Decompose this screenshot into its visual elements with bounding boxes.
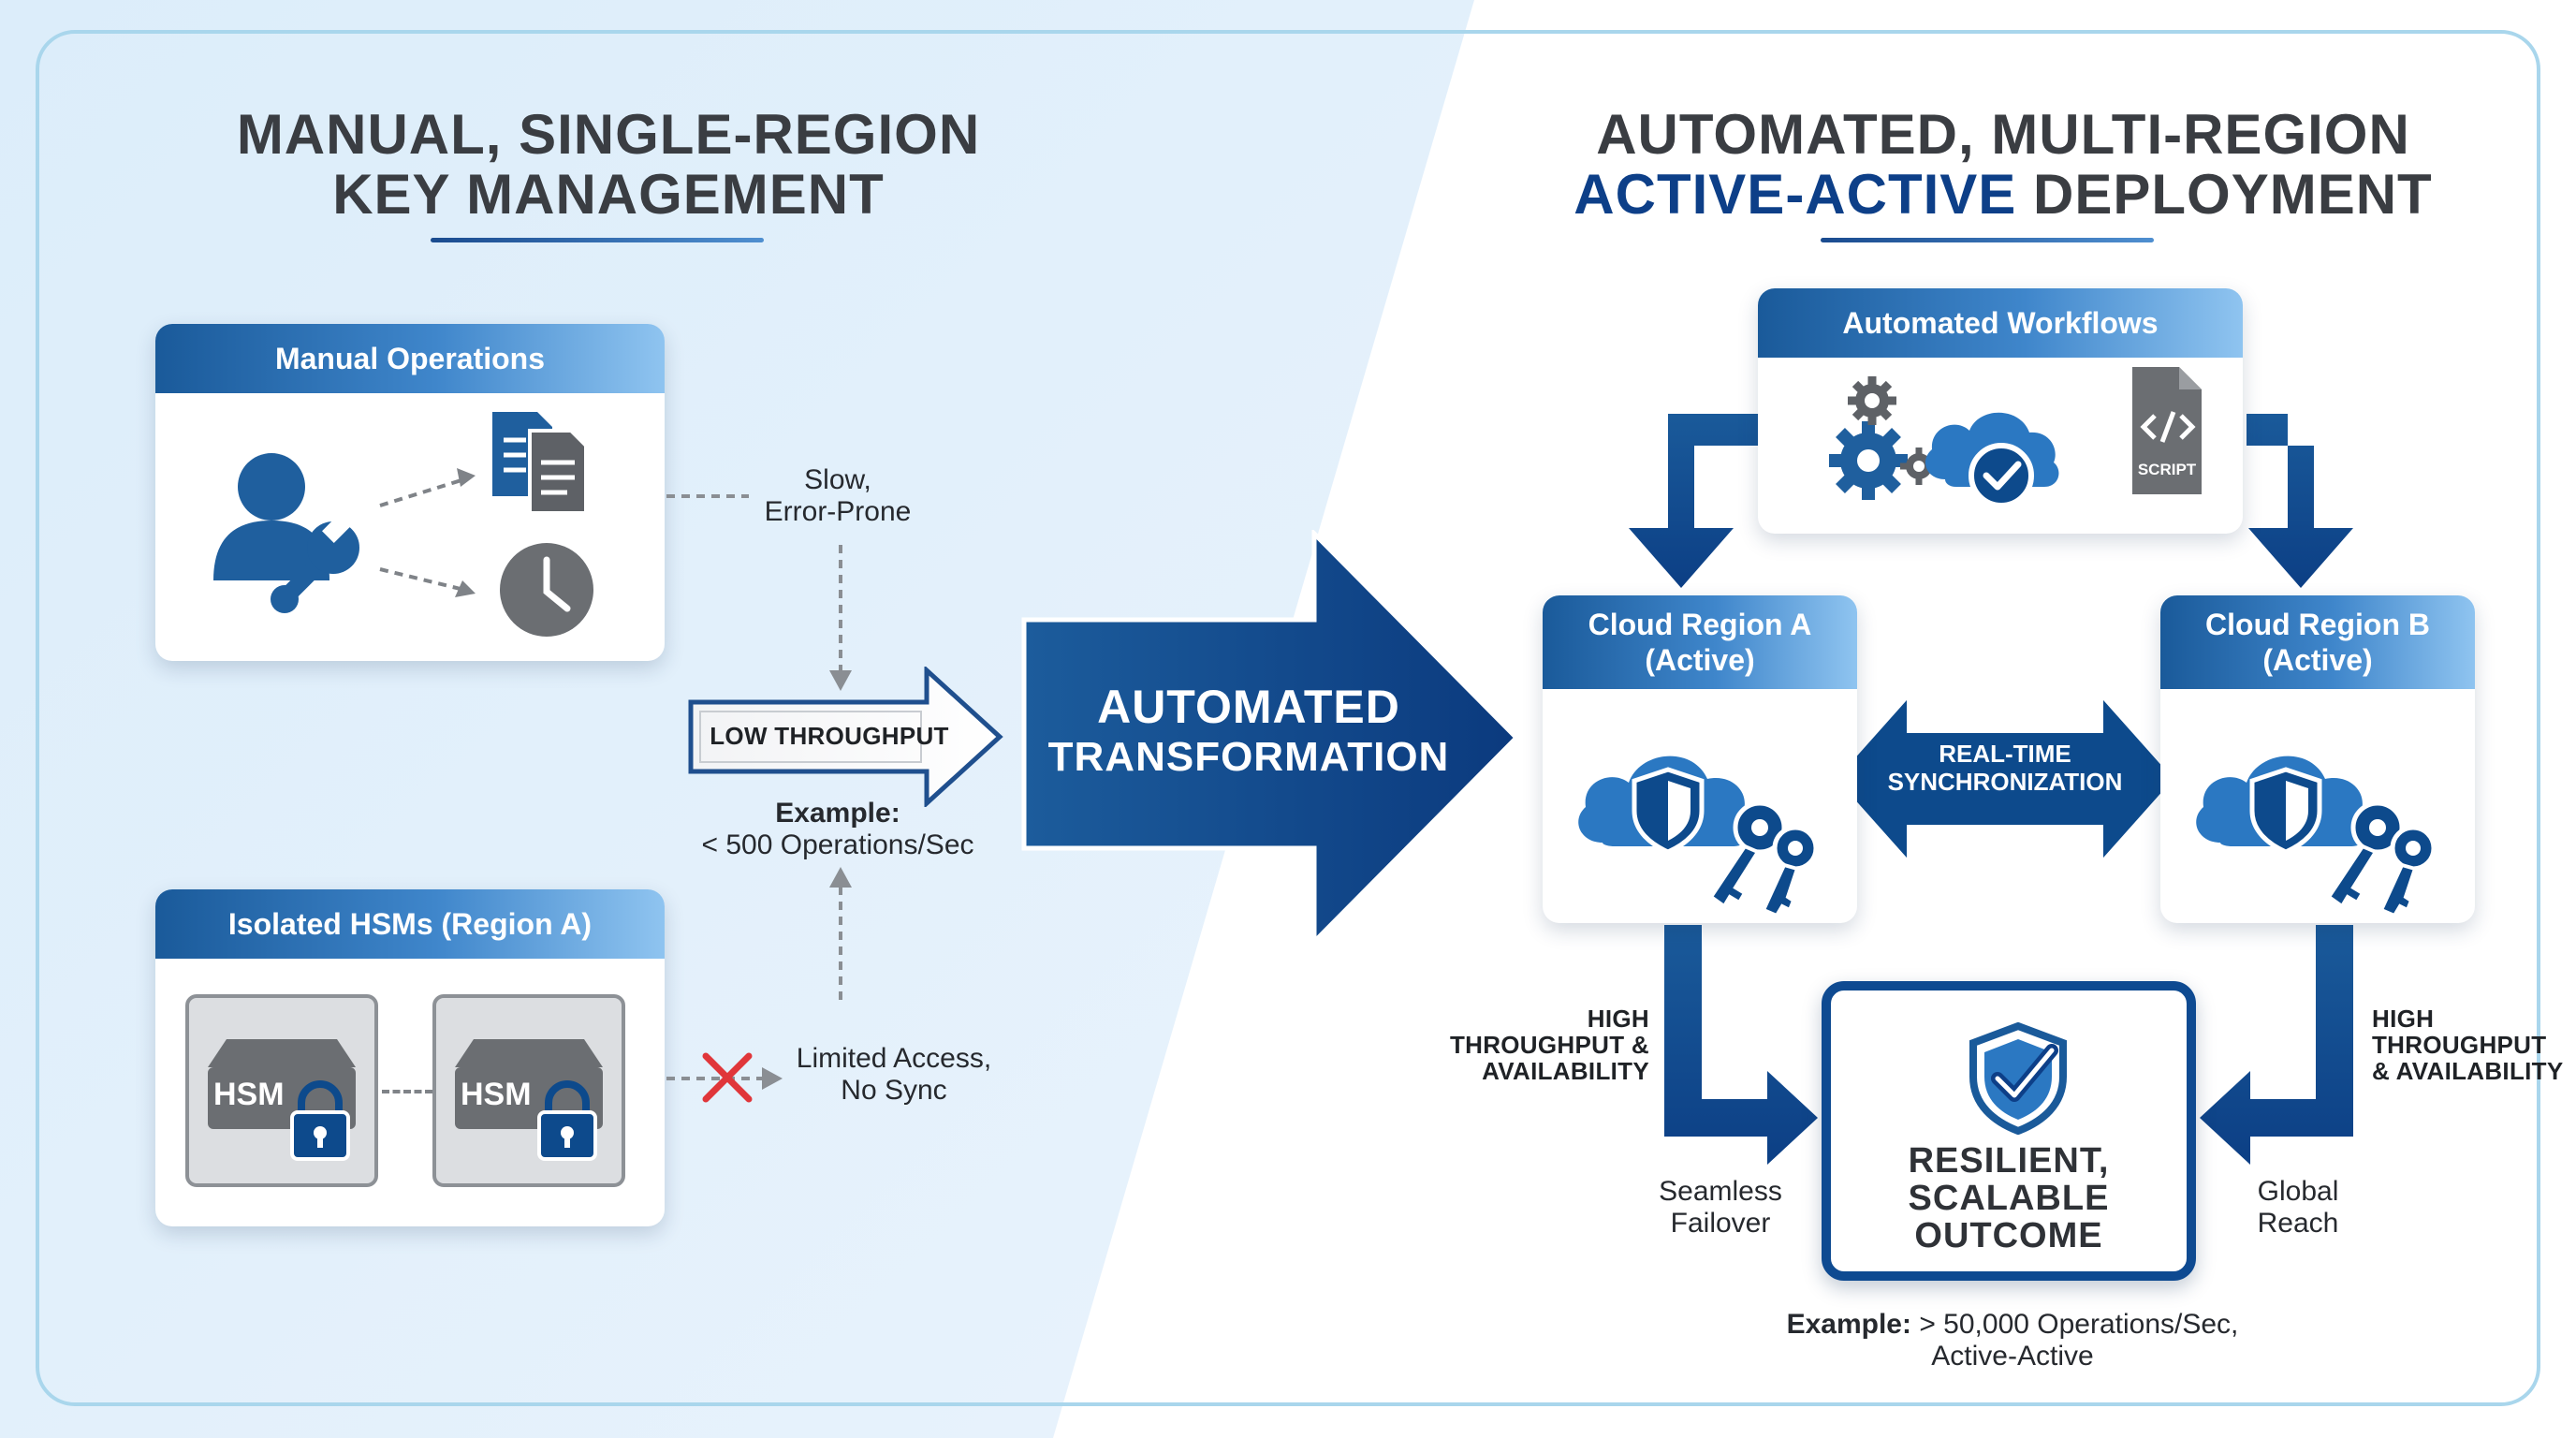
hsm-link-dotted: [382, 1090, 432, 1093]
tr-line1: HIGH: [2372, 1005, 2435, 1033]
right-title: AUTOMATED, MULTI-REGION ACTIVE-ACTIVE DE…: [1498, 105, 2509, 225]
sync-line1: REAL-TIME: [1939, 740, 2071, 768]
outcome-line2: SCALABLE: [1908, 1179, 2110, 1218]
manual-operations-card: Manual Operations: [155, 324, 665, 661]
left-title-line1: MANUAL, SINGLE-REGION: [236, 103, 981, 166]
outcome-line3: OUTCOME: [1914, 1216, 2103, 1255]
reach-line2: Reach: [2257, 1208, 2339, 1239]
right-example: Example: > 50,000 Operations/Sec, Active…: [1666, 1309, 2359, 1372]
right-example-label: Example:: [1786, 1309, 1911, 1340]
resilient-outcome-box: RESILIENT, SCALABLE OUTCOME: [1822, 981, 2196, 1281]
automated-workflows-card: Automated Workflows: [1758, 288, 2243, 534]
cloud-region-a-card: Cloud Region A (Active): [1543, 595, 1857, 923]
cloud-region-b-card: Cloud Region B (Active): [2160, 595, 2475, 923]
region-a-line1: Cloud Region A: [1588, 608, 1812, 641]
clock-icon: [500, 543, 593, 637]
left-example: Example: < 500 Operations/Sec: [674, 798, 1002, 861]
sync-line2: SYNCHRONIZATION: [1887, 768, 2123, 796]
limited-line2: No Sync: [841, 1075, 947, 1106]
region-b-illustration: [2196, 756, 2437, 918]
lock-icon: [290, 1080, 350, 1161]
cloud-region-a-header: Cloud Region A (Active): [1543, 595, 1857, 689]
slow-error-prone-label: Slow, Error-Prone: [730, 464, 945, 528]
region-a-illustration: [1578, 756, 1819, 918]
isolated-hsms-card: Isolated HSMs (Region A) HSM HSM: [155, 889, 665, 1226]
tl-line1: HIGH: [1587, 1005, 1649, 1033]
throughput-left-label: HIGH THROUGHPUT & AVAILABILITY: [1404, 1005, 1649, 1084]
tr-line2: THROUGHPUT: [2372, 1031, 2547, 1059]
center-line2: TRANSFORMATION: [1047, 734, 1450, 780]
hsm-server-icon: [455, 1039, 603, 1161]
left-title: MANUAL, SINGLE-REGION KEY MANAGEMENT: [140, 105, 1076, 225]
real-time-sync-label: REAL-TIME SYNCHRONIZATION: [1863, 740, 2147, 796]
tl-line2: THROUGHPUT &: [1449, 1031, 1649, 1059]
cloud-check-icon: [1925, 412, 2059, 508]
right-title-rest: DEPLOYMENT: [2016, 163, 2433, 226]
hsm-label: HSM: [213, 1077, 285, 1112]
outcome-line1: RESILIENT,: [1908, 1141, 2110, 1181]
gears-icon: [1829, 421, 1908, 500]
region-a-line2: (Active): [1645, 643, 1755, 677]
right-title-line1: AUTOMATED, MULTI-REGION: [1596, 103, 2410, 166]
reach-line1: Global: [2257, 1176, 2339, 1207]
region-b-line2: (Active): [2262, 643, 2373, 677]
right-example-line2: Active-Active: [1931, 1341, 2094, 1372]
throughput-right-label: HIGH THROUGHPUT & AVAILABILITY: [2372, 1005, 2569, 1084]
hsm-label: HSM: [461, 1077, 532, 1112]
left-title-line2: KEY MANAGEMENT: [332, 163, 885, 226]
center-line1: AUTOMATED: [1097, 681, 1400, 733]
tl-line3: AVAILABILITY: [1482, 1057, 1649, 1085]
cloud-shield-icon: [2196, 756, 2370, 855]
left-title-underline: [431, 238, 764, 242]
hsm-server-icon: [208, 1039, 356, 1161]
cloud-shield-icon: [1578, 756, 1752, 855]
shield-check-icon: [1969, 1022, 2067, 1135]
failover-line1: Seamless: [1659, 1176, 1782, 1207]
tr-line3: & AVAILABILITY: [2372, 1057, 2564, 1085]
manual-operations-header: Manual Operations: [155, 324, 665, 393]
script-file-icon: [2132, 367, 2202, 494]
keys-icon: [2326, 800, 2437, 918]
isolated-hsms-header: Isolated HSMs (Region A): [155, 889, 665, 959]
automated-transformation-label: AUTOMATED TRANSFORMATION: [1033, 682, 1464, 783]
failover-line2: Failover: [1670, 1208, 1771, 1239]
lock-icon: [537, 1080, 597, 1161]
low-throughput-label: LOW THROUGHPUT: [710, 722, 949, 750]
gear-small-right-2-icon: [1900, 448, 1938, 485]
wrench-icon: [271, 511, 359, 613]
limited-line1: Limited Access,: [796, 1043, 992, 1074]
slow-line2: Error-Prone: [764, 496, 912, 527]
right-title-underline: [1821, 238, 2154, 242]
workflows-illustration: [1829, 367, 2202, 508]
global-reach-label: Global Reach: [2228, 1176, 2368, 1240]
seamless-failover-label: Seamless Failover: [1629, 1176, 1812, 1240]
hsm-unit-1: HSM: [185, 994, 378, 1187]
script-label: SCRIPT: [2137, 461, 2197, 478]
low-throughput-arrow: [688, 667, 1003, 807]
dotted-arrows: [379, 477, 465, 592]
left-example-label: Example:: [775, 798, 900, 829]
documents-icon: [492, 412, 588, 515]
manual-operations-illustration: [213, 412, 593, 637]
user-icon: [213, 453, 329, 580]
right-example-value: > 50,000 Operations/Sec,: [1910, 1309, 2239, 1340]
automated-workflows-header: Automated Workflows: [1758, 288, 2243, 358]
small-gear-icon: [1848, 376, 1896, 425]
automated-transformation-arrow: [1021, 530, 1520, 946]
limited-access-label: Limited Access, No Sync: [777, 1043, 1011, 1107]
hsm-unit-2: HSM: [432, 994, 625, 1187]
region-b-line1: Cloud Region B: [2205, 608, 2430, 641]
left-example-value: < 500 Operations/Sec: [701, 829, 974, 860]
slow-line1: Slow,: [804, 464, 871, 495]
right-title-accent: ACTIVE-ACTIVE: [1573, 163, 2017, 226]
cloud-region-b-header: Cloud Region B (Active): [2160, 595, 2475, 689]
keys-icon: [1708, 800, 1819, 918]
